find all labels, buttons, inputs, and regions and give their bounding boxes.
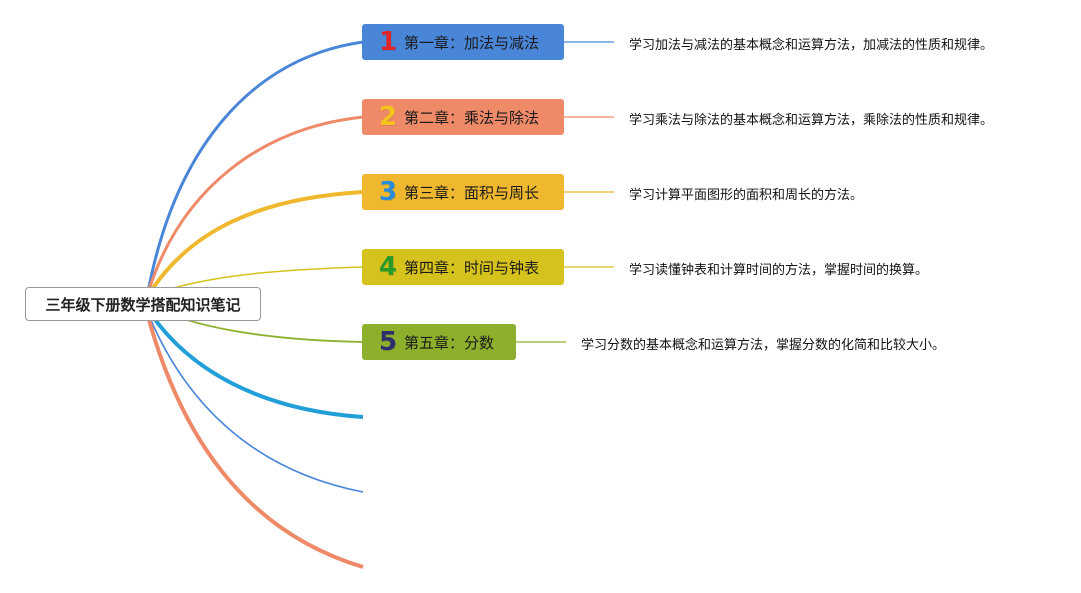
- chapter-5-node[interactable]: 5 第五章：分数: [362, 324, 516, 360]
- chapter-5-label: 第五章：分数: [404, 333, 495, 352]
- chapter-4-node[interactable]: 4 第四章：时间与钟表: [362, 249, 564, 285]
- chapter-2-label: 第二章：乘法与除法: [404, 108, 540, 127]
- chapter-1-description[interactable]: 学习加法与减法的基本概念和运算方法，加减法的性质和规律。: [629, 38, 994, 53]
- chapter-3-description[interactable]: 学习计算平面图形的面积和周长的方法。: [629, 188, 864, 203]
- chapter-2-node[interactable]: 2 第二章：乘法与除法: [362, 99, 564, 135]
- chapter-3-node[interactable]: 3 第三章：面积与周长: [362, 174, 564, 210]
- chapter-4-description[interactable]: 学习读懂钟表和计算时间的方法，掌握时间的换算。: [629, 263, 929, 278]
- chapter-5-number: 5: [378, 327, 398, 357]
- chapter-1-node[interactable]: 1 第一章：加法与减法: [362, 24, 564, 60]
- chapter-1-number: 1: [378, 27, 398, 57]
- chapter-1-label: 第一章：加法与减法: [404, 33, 540, 52]
- chapter-5-description[interactable]: 学习分数的基本概念和运算方法，掌握分数的化简和比较大小。: [581, 338, 946, 353]
- chapter-2-description[interactable]: 学习乘法与除法的基本概念和运算方法，乘除法的性质和规律。: [629, 113, 994, 128]
- branch-3-connector: [147, 190, 364, 296]
- empty-branch-1: [149, 312, 364, 419]
- chapter-4-label: 第四章：时间与钟表: [404, 258, 540, 277]
- chapter-3-number: 3: [378, 177, 398, 207]
- root-topic[interactable]: 三年级下册数学搭配知识笔记: [25, 287, 261, 321]
- empty-branch-2: [149, 317, 364, 493]
- empty-branch-3: [147, 319, 364, 569]
- chapter-4-number: 4: [378, 252, 398, 282]
- chapter-3-label: 第三章：面积与周长: [404, 183, 540, 202]
- branch-1-connector: [146, 40, 364, 293]
- root-topic-label: 三年级下册数学搭配知识笔记: [45, 295, 241, 314]
- chapter-2-number: 2: [378, 102, 398, 132]
- branch-2-connector: [146, 115, 364, 294]
